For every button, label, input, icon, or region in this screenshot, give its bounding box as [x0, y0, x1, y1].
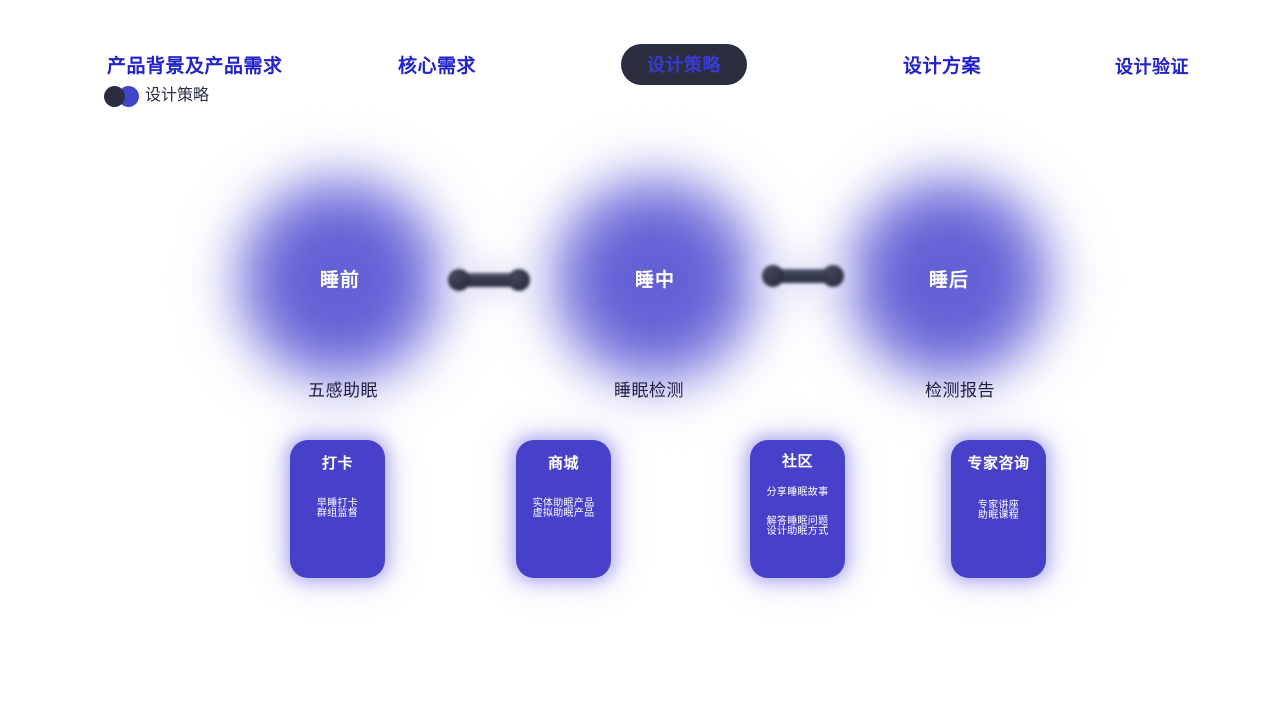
connector-knob-left-icon	[762, 265, 784, 287]
nav-item-design-solution[interactable]: 设计方案	[903, 56, 982, 77]
stage-caption-during-sleep: 睡眠检测	[614, 381, 684, 400]
nav-item-core-requirements[interactable]: 核心需求	[398, 56, 477, 77]
feature-card-item: 虚拟助眠产品	[532, 508, 595, 519]
stage-label-before-sleep: 睡前	[319, 270, 360, 291]
feature-card-item: 群组监督	[316, 508, 359, 519]
circle-dark-icon	[104, 85, 125, 107]
nav-item-design-strategy-label: 设计策略	[647, 54, 721, 75]
feature-card-title: 专家咨询	[967, 455, 1030, 472]
stage-label-during-sleep: 睡中	[634, 270, 675, 291]
feature-card-checkin[interactable]: 打卡 早睡打卡 群组监督	[290, 440, 385, 578]
top-navigation: 产品背景及产品需求 核心需求 设计策略 设计方案 设计验证	[0, 0, 1280, 110]
feature-card-mall[interactable]: 商城 实体助眠产品 虚拟助眠产品	[516, 440, 611, 578]
feature-card-title: 商城	[547, 455, 579, 472]
nav-item-design-strategy-active[interactable]: 设计策略	[621, 44, 747, 85]
section-badge: 设计策略	[104, 84, 209, 108]
connector-knob-left-icon	[448, 269, 470, 291]
connector-bar	[770, 269, 836, 283]
feature-card-item: 分享睡眠故事	[766, 487, 829, 498]
nav-item-product-background[interactable]: 产品背景及产品需求	[107, 56, 283, 77]
section-badge-label: 设计策略	[145, 87, 210, 104]
connector-bar	[456, 273, 522, 287]
stage-caption-before-sleep: 五感助眠	[308, 381, 378, 400]
connector-before-to-during	[448, 269, 530, 291]
feature-card-item: 专家讲座	[977, 500, 1020, 511]
feature-card-item: 早睡打卡	[316, 498, 359, 509]
feature-card-item: 解答睡眠问题	[766, 516, 829, 527]
two-circles-icon	[104, 85, 140, 107]
connector-knob-right-icon	[822, 265, 844, 287]
feature-card-item: 助眠课程	[977, 510, 1020, 521]
feature-card-title: 社区	[781, 453, 813, 470]
stage-caption-after-sleep: 检测报告	[925, 381, 995, 400]
feature-card-item: 设计助眠方式	[766, 526, 829, 537]
feature-card-title: 打卡	[321, 455, 353, 472]
feature-card-expert-consultation[interactable]: 专家咨询 专家讲座 助眠课程	[951, 440, 1046, 578]
nav-item-design-validation[interactable]: 设计验证	[1115, 57, 1189, 77]
feature-card-item: 实体助眠产品	[532, 498, 595, 509]
feature-card-community[interactable]: 社区 分享睡眠故事 解答睡眠问题 设计助眠方式	[750, 440, 845, 578]
connector-knob-right-icon	[508, 269, 530, 291]
connector-during-to-after	[762, 265, 844, 287]
stage-label-after-sleep: 睡后	[928, 270, 969, 291]
